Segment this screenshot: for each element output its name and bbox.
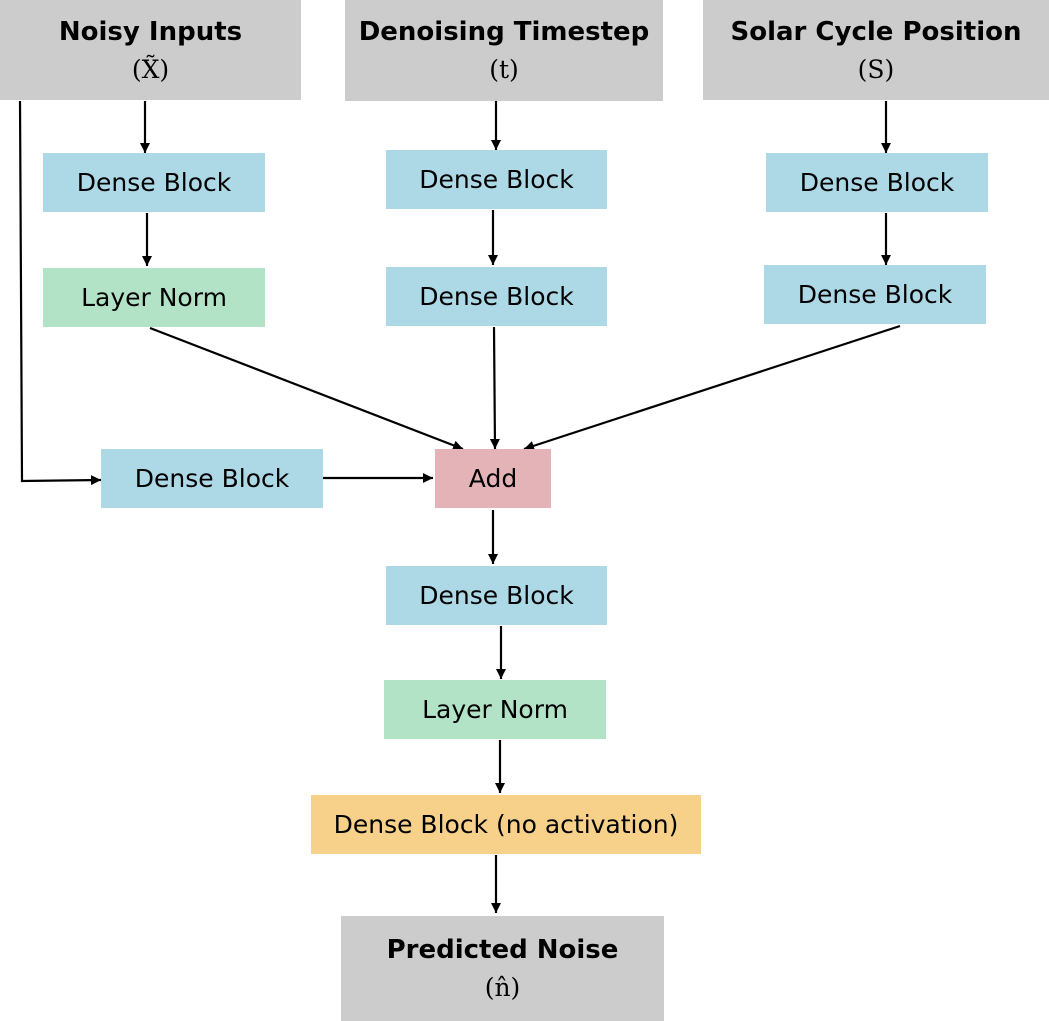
- dense-block-middle-2-label: Dense Block: [419, 282, 574, 311]
- input-denoising-timestep: Denoising Timestep (t): [345, 0, 663, 101]
- dense-block-left-label: Dense Block: [76, 168, 232, 197]
- dense-block-right-2-label: Dense Block: [797, 280, 953, 309]
- dense-block-skip-label: Dense Block: [134, 464, 290, 493]
- dense-block-right-1: Dense Block: [766, 153, 988, 212]
- dense-block-middle-1: Dense Block: [386, 150, 607, 209]
- input-noisy-inputs: Noisy Inputs (X̃): [0, 0, 301, 100]
- dense-block-middle-2: Dense Block: [386, 267, 607, 326]
- dense-block-skip: Dense Block: [101, 449, 323, 508]
- layer-norm-bottom-label: Layer Norm: [422, 695, 568, 724]
- noisy-inputs-title: Noisy Inputs: [58, 16, 243, 47]
- dense-block-no-activation: Dense Block (no activation): [311, 795, 701, 854]
- noisy-inputs-symbol: (X̃): [131, 54, 170, 84]
- dense-block-right-2: Dense Block: [764, 265, 986, 324]
- dense-block-middle-1-label: Dense Block: [419, 165, 574, 194]
- dense-block-bottom: Dense Block: [386, 566, 607, 625]
- input-solar-cycle-position: Solar Cycle Position (S): [703, 0, 1049, 100]
- dense-block-right-1-label: Dense Block: [799, 168, 955, 197]
- add-node: Add: [435, 449, 551, 508]
- solar-cycle-position-title: Solar Cycle Position: [730, 16, 1022, 47]
- add-label: Add: [468, 464, 518, 493]
- edge-noisy-skip-to-dense: [18, 100, 102, 486]
- output-predicted-noise: Predicted Noise (n̂): [341, 916, 664, 1021]
- solar-cycle-position-symbol: (S): [857, 54, 895, 84]
- dense-block-no-activation-label: Dense Block (no activation): [333, 810, 679, 839]
- predicted-noise-title: Predicted Noise: [386, 935, 619, 965]
- layer-norm-left-label: Layer Norm: [81, 283, 227, 312]
- edge-dense-right-2-to-add: [523, 324, 901, 451]
- predicted-noise-symbol: (n̂): [484, 973, 521, 1002]
- dense-block-bottom-label: Dense Block: [419, 581, 574, 610]
- layer-norm-left: Layer Norm: [43, 268, 265, 327]
- denoising-timestep-symbol: (t): [489, 55, 519, 84]
- denoising-timestep-title: Denoising Timestep: [358, 17, 650, 47]
- layer-norm-bottom: Layer Norm: [384, 680, 606, 739]
- edge-norm-left-to-add: [149, 326, 464, 451]
- dense-block-left: Dense Block: [43, 153, 265, 212]
- edge-dense-mid-2-to-add: [489, 326, 500, 450]
